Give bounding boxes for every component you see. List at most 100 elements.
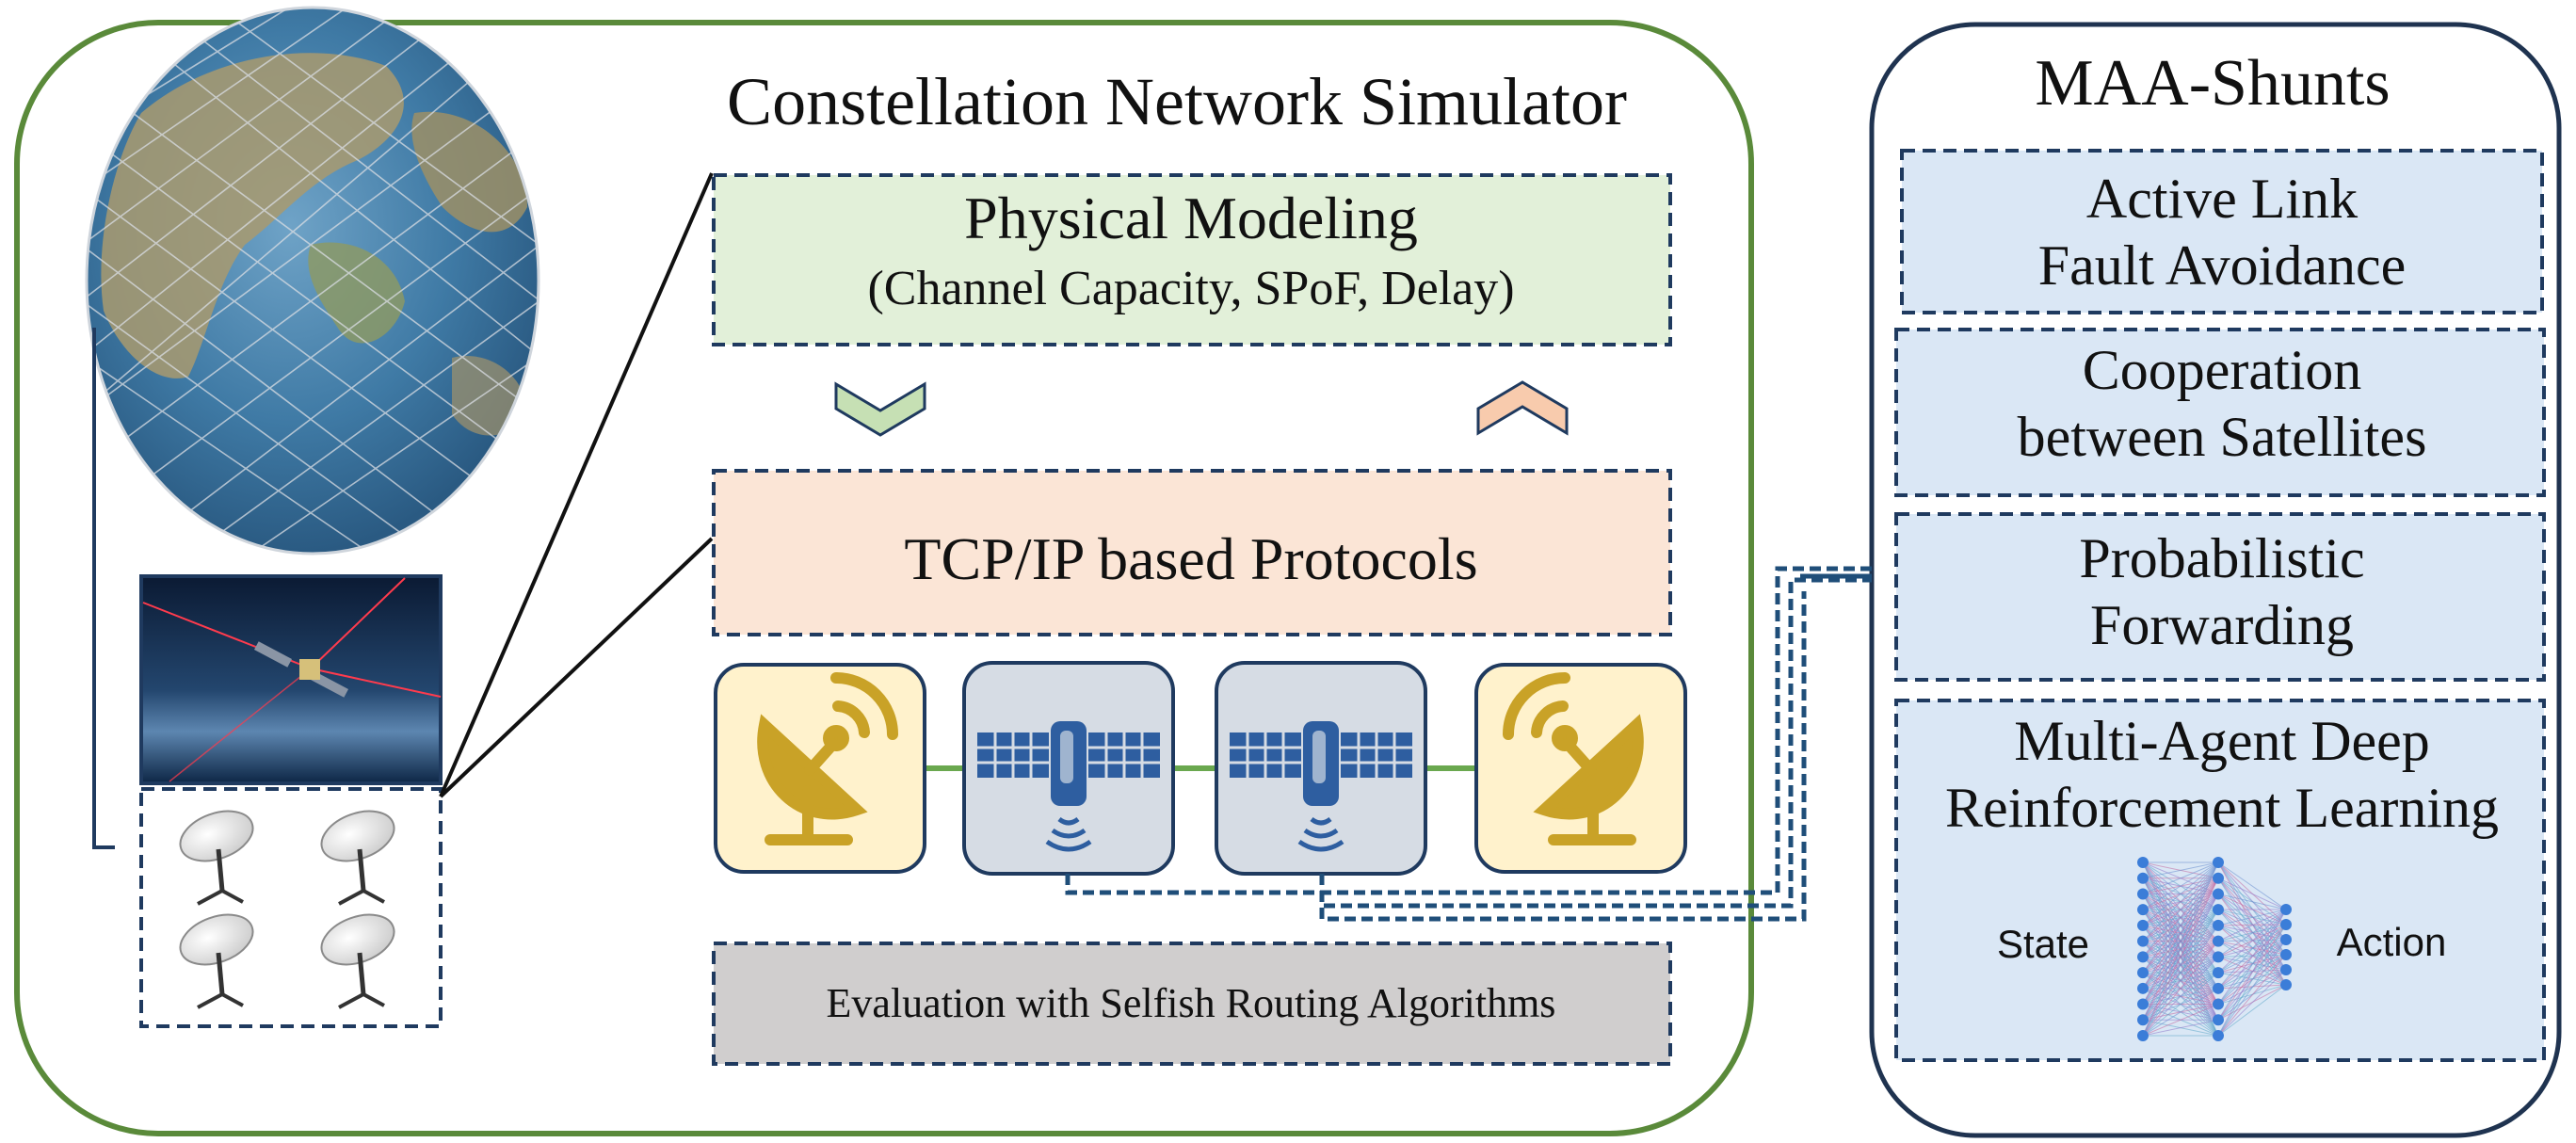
nn-edge: [2217, 954, 2287, 1037]
nn-edge: [2142, 957, 2219, 1037]
nn-edge: [2142, 861, 2219, 1005]
nn-edge: [2142, 861, 2219, 1037]
nn-neuron: [2213, 951, 2224, 963]
nn-edge: [2142, 988, 2219, 1037]
nn-edge: [2142, 861, 2219, 894]
nn-edge: [2217, 909, 2287, 1021]
nn-edge: [2217, 924, 2287, 1037]
globe-connector-line: [92, 328, 115, 849]
maa-box-line: between Satellites: [2017, 405, 2427, 468]
maa-box-line: Probabilistic: [2079, 527, 2365, 589]
user-terminal-dish-icon: [179, 810, 254, 906]
nn-neuron: [2137, 919, 2149, 931]
nn-neuron: [2213, 872, 2224, 884]
maa-box-cooperation: [1894, 328, 2546, 497]
nn-edge: [2142, 1004, 2219, 1037]
nn-edge: [2217, 984, 2287, 1037]
nn-neuron: [2137, 982, 2149, 994]
nn-edge: [2142, 861, 2219, 958]
nn-neuron: [2213, 888, 2224, 900]
maa-box-line: Multi-Agent Deep: [2014, 710, 2430, 772]
satellite-laser-photo: [139, 574, 443, 785]
nn-edge: [2142, 1019, 2219, 1037]
nn-neuron: [2137, 1014, 2149, 1026]
evaluation-box: [712, 942, 1672, 1066]
user-terminals-box: [139, 787, 443, 1028]
evaluation-title: Evaluation with Selfish Routing Algorith…: [826, 980, 1556, 1026]
nn-neuron: [2137, 951, 2149, 963]
physical-modeling-subtitle: (Channel Capacity, SPoF, Delay): [867, 262, 1515, 315]
satellite-node: [962, 661, 1175, 876]
nn-neuron: [2213, 998, 2224, 1010]
zoom-line-bottom: [439, 537, 714, 798]
maa-box-marl-label: Multi-Agent Deep Reinforcement Learning: [1897, 708, 2547, 842]
nn-edge: [2217, 909, 2287, 990]
nn-edge: [2217, 877, 2287, 910]
nn-neuron: [2213, 904, 2224, 916]
maa-box-probabilistic-label: Probabilistic Forwarding: [1902, 525, 2542, 659]
ground-station-node: [1474, 663, 1687, 874]
maa-box-line: Reinforcement Learning: [1944, 776, 2500, 839]
nn-edge: [2142, 909, 2219, 1037]
nn-edge: [2217, 909, 2287, 926]
nn-neuron: [2137, 904, 2149, 916]
satellite-dish-icon: [1503, 672, 1644, 845]
shunt-connections: [1065, 566, 1872, 922]
nn-neuron: [2213, 935, 2224, 947]
up-chevron-icon: [1476, 380, 1569, 436]
protocols-title: TCP/IP based Protocols: [904, 525, 1478, 592]
maa-box-line: Active Link: [2085, 168, 2359, 230]
satellite-node: [1215, 661, 1427, 876]
nn-neuron: [2280, 904, 2292, 915]
nn-neuron: [2213, 1014, 2224, 1026]
nn-neuron: [2213, 1030, 2224, 1041]
nn-neuron: [2280, 964, 2292, 975]
nn-edge: [2142, 861, 2219, 910]
nn-neuron: [2280, 949, 2292, 960]
nn-edge: [2217, 909, 2287, 958]
nn-neuron: [2213, 919, 2224, 931]
satellite-dish-icon: [757, 672, 898, 845]
maa-box-line: Fault Avoidance: [2037, 233, 2407, 297]
nn-neuron: [2280, 934, 2292, 945]
down-chevron-icon: [834, 381, 926, 437]
nn-edge: [2142, 877, 2219, 1037]
nn-neuron: [2280, 919, 2292, 930]
maa-box-active-link: [1900, 149, 2544, 314]
nn-neuron: [2137, 888, 2149, 900]
simulator-panel: [14, 20, 1754, 1136]
satellite-icon: [1230, 721, 1412, 852]
nn-edge: [2142, 972, 2219, 1037]
nn-edge: [2217, 909, 2287, 1005]
user-terminal-dish-icon: [179, 913, 254, 1009]
maa-box-active-link-label: Active Link Fault Avoidance: [1902, 166, 2542, 299]
nn-edge: [2142, 941, 2219, 1037]
nn-neuron: [2137, 857, 2149, 868]
maa-box-line: Forwarding: [2090, 593, 2354, 656]
maa-box-line: Cooperation: [2082, 339, 2362, 401]
nn-neuron: [2213, 857, 2224, 868]
user-terminal-dish-icon: [320, 810, 395, 906]
protocols-box: [712, 469, 1672, 636]
nn-edge: [2217, 893, 2287, 910]
nn-edge: [2217, 909, 2287, 974]
nn-neuron: [2280, 979, 2292, 990]
nn-edge: [2142, 861, 2219, 990]
satellite-icon: [977, 721, 1160, 852]
simulator-title: Constellation Network Simulator: [727, 64, 1627, 139]
neural-network-graphic: [2137, 857, 2292, 1041]
maa-shunts-title: MAA-Shunts: [2035, 47, 2391, 120]
nn-input-label: State: [1996, 922, 2090, 966]
nn-edge: [2142, 861, 2219, 974]
nn-neuron: [2213, 967, 2224, 979]
nn-output-label: Action: [2336, 920, 2447, 964]
nn-neuron: [2213, 982, 2224, 994]
nn-edge: [2142, 925, 2219, 1037]
ground-station-node: [714, 663, 926, 874]
nn-neuron: [2137, 1030, 2149, 1041]
nn-edge: [2217, 939, 2287, 1037]
user-terminal-dish-icon: [320, 913, 395, 1009]
physical-modeling-box: [712, 173, 1672, 346]
maa-box-cooperation-label: Cooperation between Satellites: [1902, 337, 2542, 471]
